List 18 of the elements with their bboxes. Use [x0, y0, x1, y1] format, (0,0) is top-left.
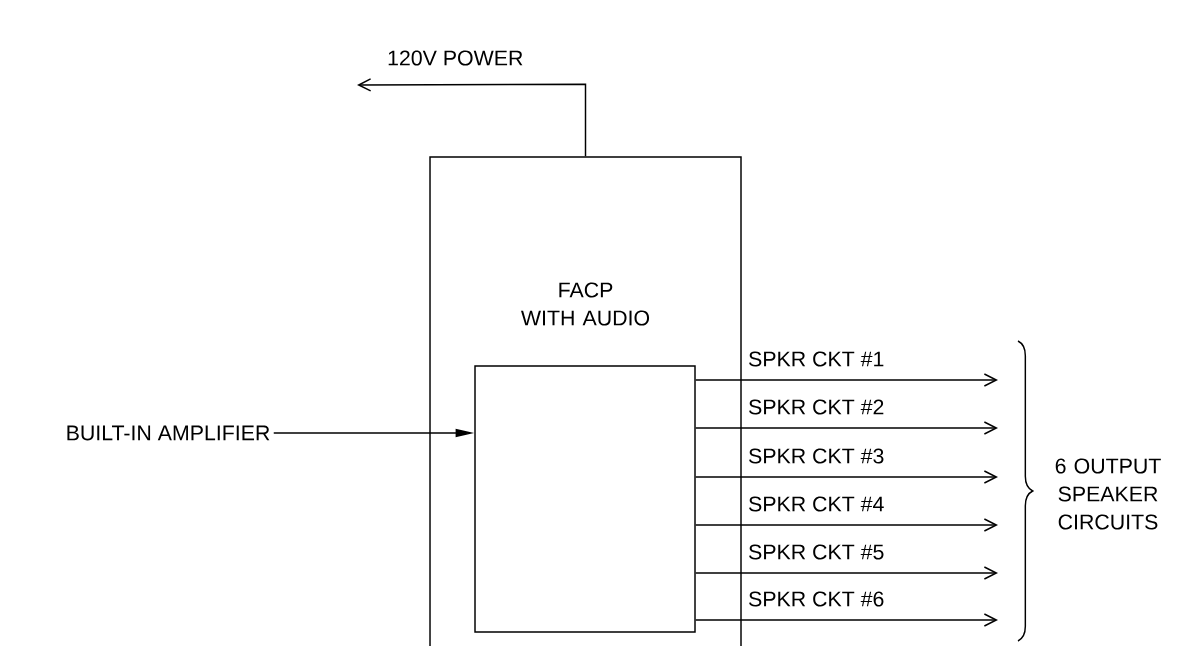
arrow [357, 78, 587, 157]
edge-label: SPKR CKT #6 [749, 591, 884, 607]
arrow [695, 566, 998, 580]
edge-label: SPKR CKT #5 [749, 544, 884, 560]
edge-label: SPKR CKT #2 [749, 399, 884, 415]
edge-label: SPKR CKT #4 [749, 496, 884, 512]
edge-label: 120V POWER [388, 50, 523, 66]
arrow [695, 518, 998, 532]
panel-box: FACP WITH AUDIO [429, 156, 742, 646]
input-label: BUILT-IN AMPLIFIER [67, 425, 270, 441]
arrow [695, 470, 998, 484]
edge-label: SPKR CKT #3 [749, 448, 884, 464]
arrow [695, 613, 998, 627]
group-label: 6 OUTPUT SPEAKER CIRCUITS [1055, 458, 1161, 530]
amplifier-box [474, 365, 696, 633]
edge-label: SPKR CKT #1 [749, 351, 884, 367]
arrow [695, 373, 998, 387]
arrow [695, 421, 998, 435]
